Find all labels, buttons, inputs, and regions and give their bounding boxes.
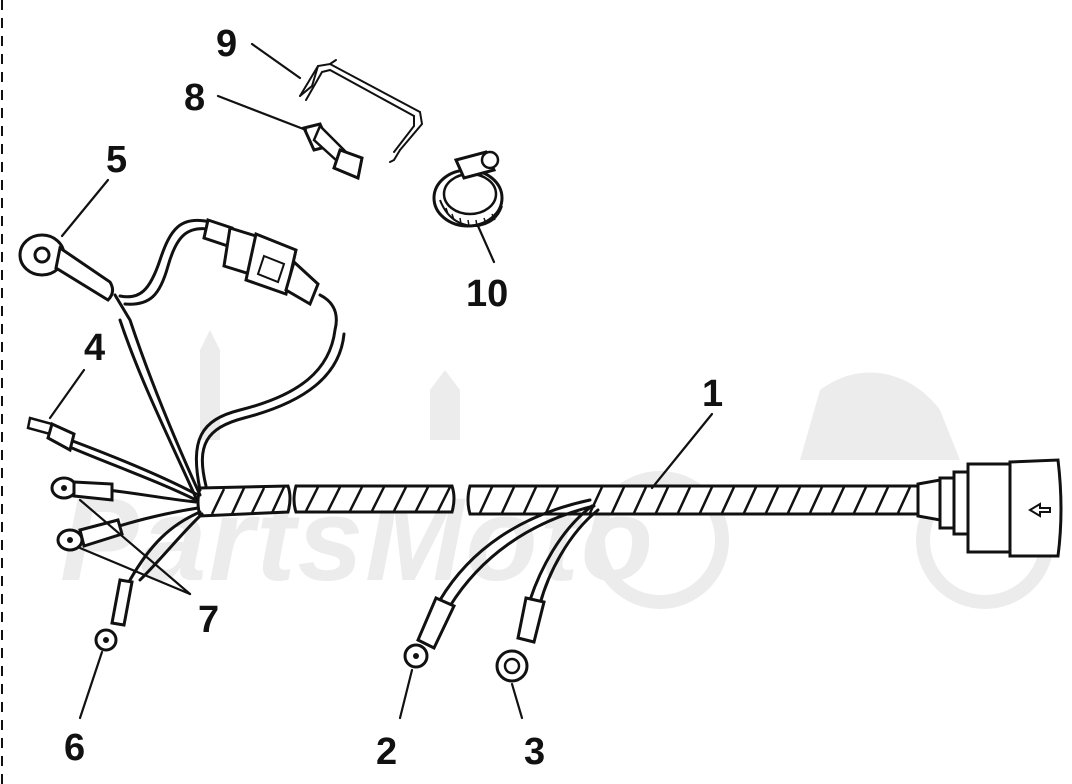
part-8-fuse xyxy=(301,122,364,181)
main-harness xyxy=(196,458,1063,558)
callout-1: 1 xyxy=(702,373,723,415)
leader-5 xyxy=(60,178,110,238)
callout-5: 5 xyxy=(106,139,127,181)
callout-3: 3 xyxy=(524,731,545,773)
part-5-ring-terminal xyxy=(18,233,115,302)
callout-7: 7 xyxy=(198,599,219,641)
callout-labels: 1 2 3 4 5 6 7 8 9 10 xyxy=(64,23,723,773)
harness-connector xyxy=(916,458,1063,558)
leader-3 xyxy=(510,682,524,720)
leader-4 xyxy=(48,368,86,420)
part-4-terminal xyxy=(26,416,76,453)
leader-2 xyxy=(398,668,414,720)
leader-1 xyxy=(650,412,714,490)
fuse-holder xyxy=(202,218,320,307)
leader-6 xyxy=(78,650,104,720)
callout-2: 2 xyxy=(376,731,397,773)
callout-8: 8 xyxy=(184,77,205,119)
leader-10 xyxy=(476,224,496,264)
part-6-terminal xyxy=(94,578,134,652)
part-9-clip xyxy=(299,59,424,163)
callout-9: 9 xyxy=(216,23,237,65)
leader-7a xyxy=(78,498,192,596)
leader-7b xyxy=(78,546,192,596)
part-10-hose-clamp xyxy=(432,150,504,228)
watermark: PartsMoto xyxy=(60,330,1054,609)
harness-branches xyxy=(68,218,600,608)
callout-6: 6 xyxy=(64,727,85,769)
leader-9 xyxy=(250,42,302,80)
part-3-terminal xyxy=(495,596,546,683)
leader-lines xyxy=(48,42,714,720)
callout-10: 10 xyxy=(466,273,508,315)
part-2-terminal xyxy=(403,596,457,669)
leader-8 xyxy=(216,94,308,132)
callout-4: 4 xyxy=(84,327,105,369)
